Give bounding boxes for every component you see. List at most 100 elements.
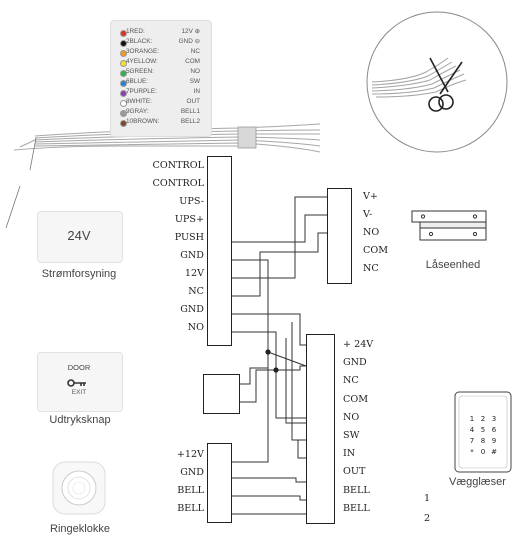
power-supply-card	[37, 211, 123, 263]
keypad-key: 7	[470, 437, 474, 445]
wire-name: 9GRAY:	[126, 108, 149, 115]
exit-button-card[interactable]	[37, 352, 123, 412]
terminal-label: CONTROL	[152, 160, 204, 171]
keypad-key: 6	[492, 426, 497, 434]
exit-button-bottom-text: EXIT	[71, 389, 87, 396]
keypad-key: 4	[470, 426, 475, 434]
terminal-label: SW	[343, 430, 360, 441]
wire-name: 10BROWN:	[126, 118, 160, 125]
wire-signal: NC	[190, 48, 200, 55]
bell-number-2: 2	[424, 513, 431, 524]
lock-terminal-block	[327, 188, 352, 284]
wire-color-dot	[120, 60, 127, 67]
connection-wires	[230, 196, 327, 515]
terminal-label: NO	[363, 227, 380, 238]
wire-signal: NO	[190, 68, 200, 75]
power-supply-value: 24V	[67, 228, 91, 243]
terminal-label: UPS-	[179, 196, 204, 207]
wire-name: 2BLACK:	[126, 38, 153, 45]
lock-icon	[411, 210, 487, 241]
wire-signal: 12V ⊕	[181, 28, 200, 35]
terminal-label: + 24V	[343, 339, 374, 350]
wire-name: 1RED:	[126, 28, 145, 35]
wire-signal: BELL1	[180, 108, 200, 115]
exit-button-top-text: DOOR	[67, 363, 91, 372]
keypad-key: 8	[481, 437, 485, 445]
keypad-key: 5	[481, 426, 485, 434]
wire-color-dot	[120, 70, 127, 77]
main-terminal-block	[207, 156, 232, 346]
wire-name: 5GREEN:	[126, 68, 155, 75]
terminal-label: BELL	[177, 503, 204, 514]
terminal-label: NO	[187, 322, 204, 333]
terminal-label: COM	[363, 245, 389, 256]
cut-detail-circle	[366, 11, 508, 153]
terminal-label: BELL	[343, 502, 370, 514]
terminal-label: +12V	[176, 449, 204, 460]
wire-legend-card	[110, 20, 212, 137]
exit-button-caption: Udtryksknap	[49, 414, 111, 426]
keypad-reader-icon	[454, 391, 512, 473]
terminal-label: GND	[180, 250, 204, 261]
wire-name: 4YELLOW:	[126, 58, 158, 65]
terminal-label: NO	[343, 411, 360, 423]
reader-terminal-block	[306, 334, 335, 524]
power-supply-caption: Strømforsyning	[41, 268, 117, 280]
junction-dots	[265, 349, 279, 373]
exit-terminal-block	[203, 374, 240, 414]
wire-signal: COM	[185, 58, 200, 65]
wire-color-dot	[120, 120, 127, 127]
terminal-label: CONTROL	[152, 178, 204, 189]
terminal-label: IN	[343, 448, 356, 460]
wire-color-dot	[120, 80, 127, 87]
wire-color-dot	[120, 30, 127, 37]
wire-signal: BELL2	[180, 118, 200, 125]
terminal-label: NC	[188, 286, 204, 297]
wire-color-dot	[120, 50, 127, 57]
terminal-label: UPS+	[174, 214, 204, 225]
wire-signal: OUT	[186, 98, 201, 105]
scissors-icon	[428, 57, 463, 112]
wire-color-dot	[120, 90, 127, 97]
keypad-key: 1	[470, 415, 474, 423]
terminal-label: V+	[363, 191, 378, 202]
terminal-label: NC	[363, 263, 379, 274]
bell-number-1: 1	[424, 493, 431, 504]
doorbell-icon	[52, 461, 106, 515]
wire-name: 3ORANGE:	[126, 48, 160, 55]
wire-signal: IN	[193, 88, 200, 95]
bell-terminal-block	[207, 443, 232, 523]
cable-sleeve	[237, 126, 257, 149]
keypad-key: 0	[481, 448, 485, 456]
wire-color-dot	[120, 110, 127, 117]
terminal-label: 12V	[184, 268, 204, 279]
wire-color-dot	[120, 100, 127, 107]
wire-name: 7PURPLE:	[126, 88, 157, 95]
plus-circle-icon: ⊕	[192, 28, 200, 35]
keypad-key: *	[470, 448, 474, 456]
terminal-label: V-	[363, 209, 373, 220]
wire-color-dot	[120, 40, 127, 47]
keypad-caption: Vægglæser	[449, 476, 506, 488]
terminal-label: GND	[180, 304, 204, 315]
wire-name: 8WHITE:	[126, 98, 152, 105]
terminal-label: OUT	[343, 466, 366, 478]
terminal-label: BELL	[343, 484, 370, 496]
key-icon	[66, 375, 92, 387]
terminal-label: BELL	[177, 485, 204, 496]
keypad-key: 2	[481, 415, 485, 423]
wire-signal: GND ⊖	[178, 38, 200, 45]
wire-name: 6BLUE:	[126, 78, 149, 85]
terminal-label: PUSH	[174, 232, 204, 243]
keypad-key: 3	[492, 415, 496, 423]
lock-caption: Låseenhed	[425, 259, 481, 271]
terminal-label: COM	[343, 393, 369, 405]
terminal-label: GND	[180, 467, 204, 478]
minus-circle-icon: ⊖	[192, 38, 200, 45]
keypad-key: #	[491, 448, 497, 456]
terminal-label: NC	[343, 375, 359, 387]
keypad-key: 9	[492, 437, 496, 445]
doorbell-caption: Ringeklokke	[50, 523, 110, 535]
wire-signal: SW	[189, 78, 200, 85]
